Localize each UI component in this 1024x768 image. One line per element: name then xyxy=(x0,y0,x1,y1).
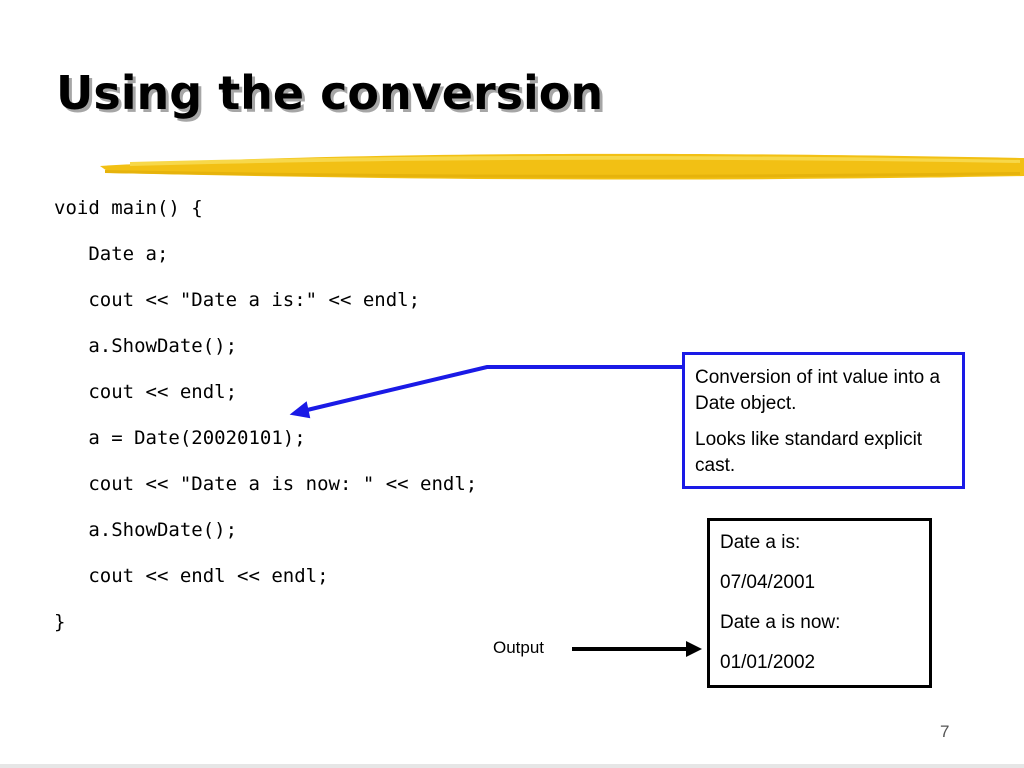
page-number: 7 xyxy=(940,722,950,741)
callout-text: Conversion of int value into a Date obje… xyxy=(695,367,941,414)
output-arrow xyxy=(572,641,702,657)
conversion-callout: Conversion of int value into a Date obje… xyxy=(682,352,965,489)
title-underline-brush xyxy=(100,153,1024,180)
output-line: 07/04/2001 xyxy=(720,572,816,593)
code-line: void main() { xyxy=(54,197,203,219)
callout-arrow xyxy=(289,365,682,419)
slide-title: Using the conversion xyxy=(56,66,604,120)
code-line: cout << "Date a is:" << endl; xyxy=(54,289,421,311)
code-line: } xyxy=(54,611,66,633)
code-line: cout << endl; xyxy=(54,381,238,403)
code-line: a.ShowDate(); xyxy=(54,519,238,541)
output-line: Date a is now: xyxy=(720,612,841,633)
footer-divider xyxy=(0,764,1024,768)
output-line: Date a is: xyxy=(720,532,801,553)
code-line: cout << "Date a is now: " << endl; xyxy=(54,473,478,495)
callout-text: Looks like standard explicit cast. xyxy=(695,429,923,476)
output-line: 01/01/2002 xyxy=(720,652,816,673)
code-line: a = Date(20020101); xyxy=(54,427,306,449)
output-box: Date a is: 07/04/2001 Date a is now: 01/… xyxy=(707,518,932,688)
code-line: cout << endl << endl; xyxy=(54,565,329,587)
code-line: a.ShowDate(); xyxy=(54,335,238,357)
output-label: Output xyxy=(493,638,545,657)
code-line: Date a; xyxy=(54,243,169,265)
